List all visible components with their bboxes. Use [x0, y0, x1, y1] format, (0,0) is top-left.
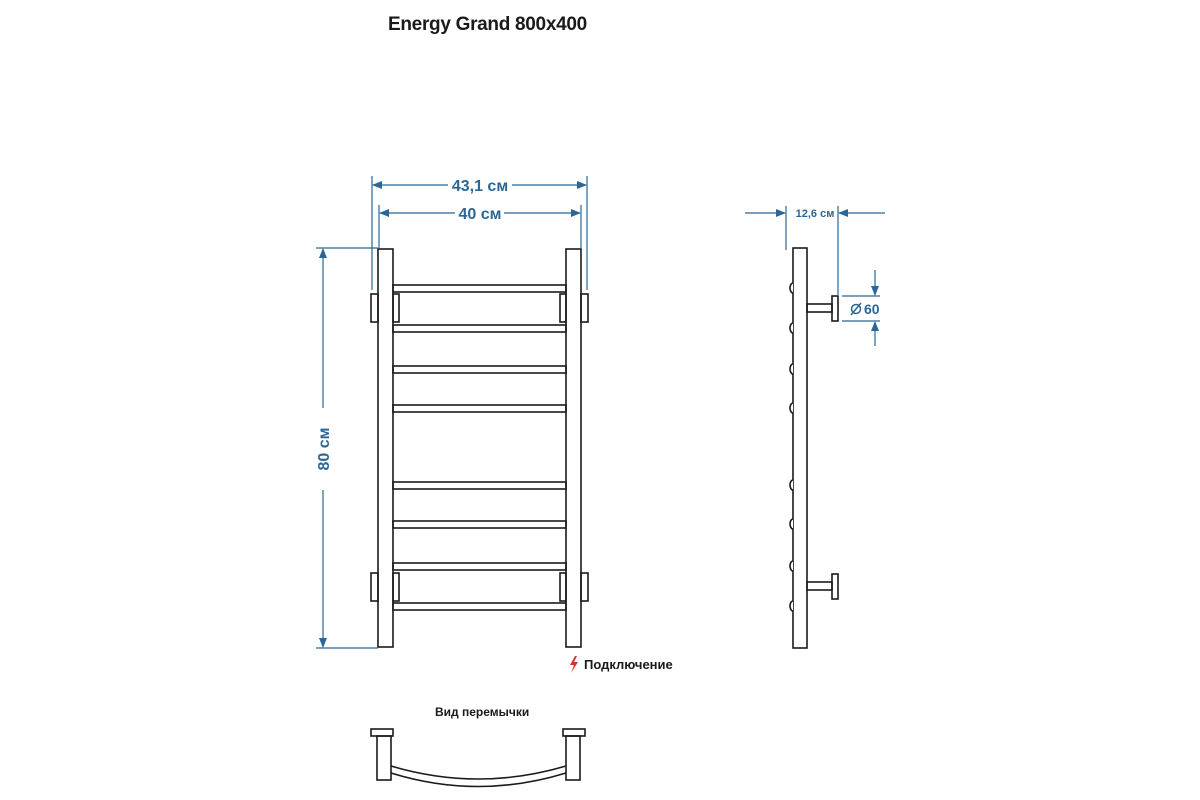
outer-width-label: 43,1 см: [452, 178, 508, 195]
side-dimension-lines: [745, 206, 885, 346]
front-dimension-lines: [316, 176, 588, 649]
diameter-dimension: 60: [850, 301, 880, 317]
right-post: [565, 248, 582, 648]
front-brackets: [370, 293, 589, 602]
front-view: [370, 248, 589, 648]
jumper-view: [370, 728, 586, 788]
lightning-bolt-icon: [570, 656, 578, 673]
connection-note: Подключение: [570, 656, 673, 673]
diameter-label: 60: [864, 301, 880, 317]
side-wall-mounts: [806, 295, 839, 600]
side-rung-ends: [789, 282, 794, 612]
diameter-symbol-icon: [850, 303, 862, 315]
side-post: [792, 247, 808, 649]
connection-label: Подключение: [584, 657, 673, 672]
side-view: [789, 247, 839, 649]
inner-width-label: 40 см: [459, 206, 502, 223]
depth-label: 12,6 см: [796, 208, 835, 220]
height-label: 80 см: [316, 428, 333, 471]
rungs: [392, 284, 567, 611]
page-title: Energy Grand 800x400: [388, 14, 587, 35]
jumper-view-label: Вид перемычки: [435, 705, 529, 719]
left-post: [377, 248, 394, 648]
